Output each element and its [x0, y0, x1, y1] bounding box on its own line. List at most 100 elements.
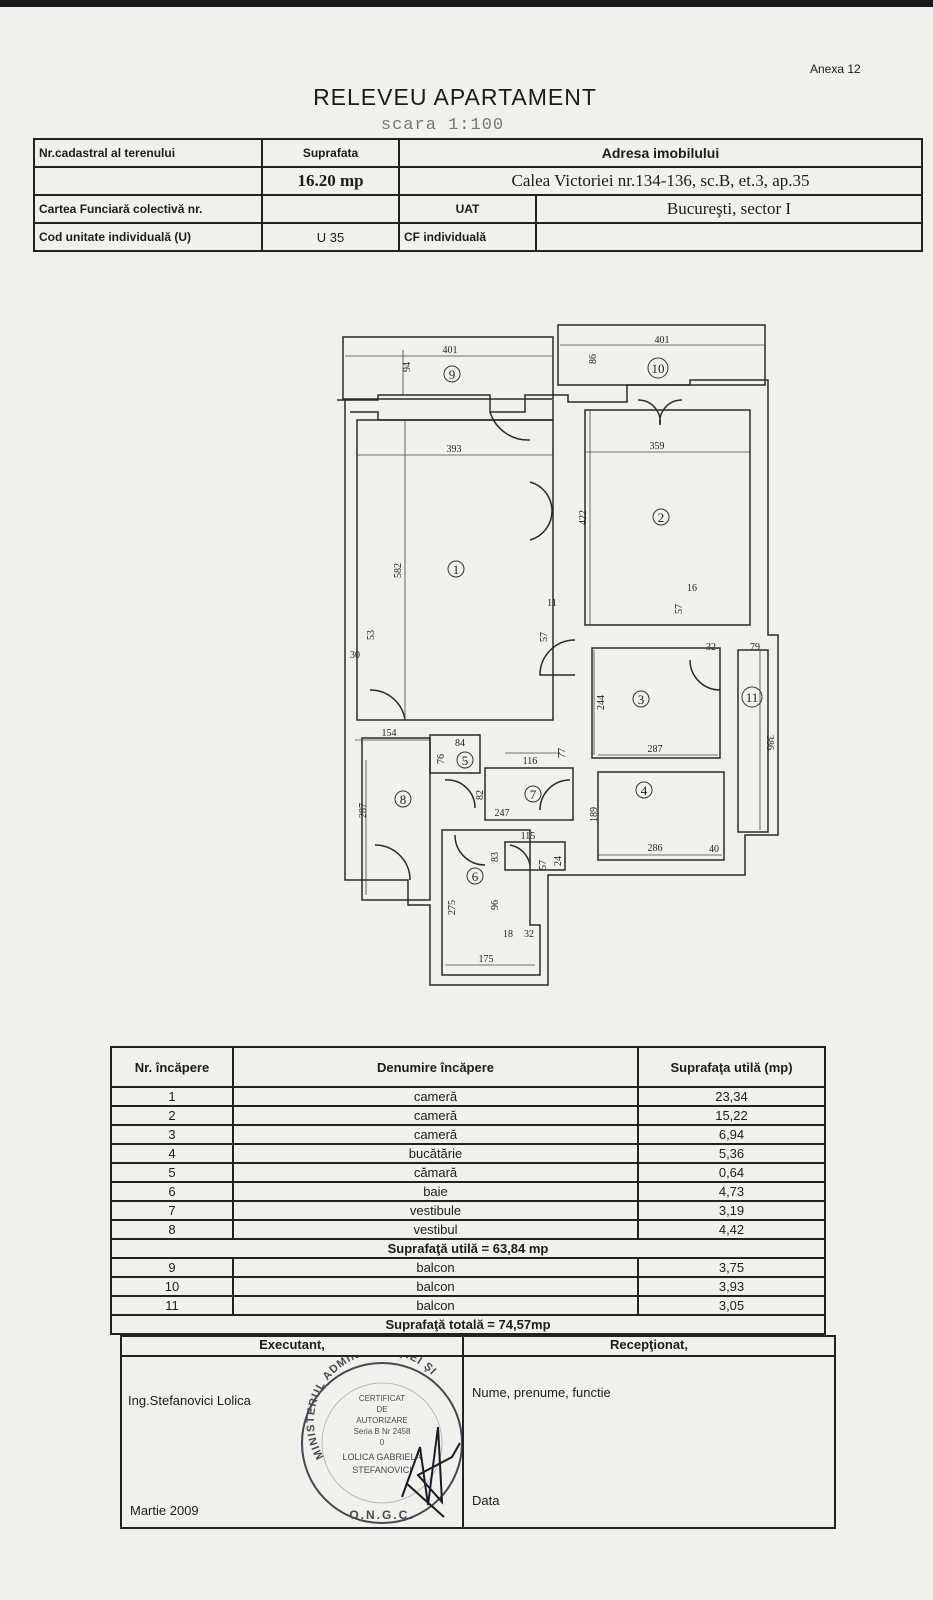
room-nr: 9 [110, 1257, 234, 1278]
svg-text:5: 5 [462, 753, 469, 768]
room-area: 23,34 [637, 1086, 826, 1107]
svg-text:154: 154 [382, 728, 397, 739]
room-number-10: 10 [647, 357, 669, 379]
svg-text:83: 83 [490, 852, 501, 862]
svg-text:18: 18 [503, 929, 513, 940]
header-room-number: Nr. încăpere [110, 1046, 234, 1088]
document-title: RELEVEU APARTAMENT [313, 84, 597, 110]
svg-text:1: 1 [453, 562, 460, 577]
svg-text:386: 386 [764, 735, 775, 750]
received-date-label: Data [472, 1493, 500, 1508]
room-nr: 1 [110, 1086, 234, 1107]
room-number-11: 11 [741, 686, 763, 708]
room-number-8: 8 [394, 790, 412, 808]
svg-text:359: 359 [650, 441, 665, 452]
room-3-outline [591, 647, 721, 759]
door-arc [454, 834, 486, 866]
header-room-area: Suprafaţa utilă (mp) [637, 1046, 826, 1088]
room-name: baie [232, 1181, 639, 1202]
door-arc [529, 481, 553, 541]
stamp-line: STEFANOVICI [352, 1465, 412, 1475]
room-number-2: 2 [652, 508, 670, 526]
room-1-outline [356, 419, 554, 721]
room-number-1: 1 [447, 560, 465, 578]
svg-text:287: 287 [648, 744, 663, 755]
room-name: cămară [232, 1162, 639, 1183]
room-nr: 2 [110, 1105, 234, 1126]
room-nr: 11 [110, 1295, 234, 1316]
room-name: balcon [232, 1257, 639, 1278]
svg-text:77: 77 [557, 748, 568, 758]
door-arc [539, 639, 576, 676]
svg-text:76: 76 [436, 754, 447, 764]
room-area: 3,93 [637, 1276, 826, 1297]
stamp-line: 0 [380, 1438, 385, 1447]
cf-collective-label: Cartea Funciară colectivă nr. [33, 194, 263, 224]
cf-individual-label: CF individuală [398, 222, 537, 252]
room-nr: 7 [110, 1200, 234, 1221]
svg-text:53: 53 [366, 630, 377, 640]
svg-text:24: 24 [553, 856, 564, 866]
room-nr: 5 [110, 1162, 234, 1183]
useful-area-total: Suprafaţă utilă = 63,84 mp [110, 1238, 826, 1259]
room-nr: 8 [110, 1219, 234, 1240]
cadastral-value [33, 166, 263, 196]
property-info-table: Nr.cadastral al terenului Suprafata Adre… [33, 138, 923, 252]
svg-text:8: 8 [400, 792, 407, 807]
svg-text:4: 4 [641, 783, 648, 798]
bottom-tables: Nr. încăpere Denumire încăpere Suprafaţa… [110, 1046, 836, 1529]
signature-table: Executant, Recepţionat, Ing.Stefanovici … [120, 1335, 836, 1529]
executant-label: Executant, [120, 1335, 464, 1357]
room-area: 4,73 [637, 1181, 826, 1202]
room-8-outline [361, 737, 431, 901]
svg-text:189: 189 [589, 807, 600, 822]
svg-text:32: 32 [524, 929, 534, 940]
header-room-name: Denumire încăpere [232, 1046, 639, 1088]
cf-collective-value [261, 194, 400, 224]
svg-text:9: 9 [449, 367, 456, 382]
room-area: 0,64 [637, 1162, 826, 1183]
cadastral-label: Nr.cadastral al terenului [33, 138, 263, 168]
official-stamp: MINISTERUL ADMINISTRAŢIEI ŞI CERTIFICAT … [301, 1357, 462, 1524]
room-area: 3,05 [637, 1295, 826, 1316]
room-name: vestibul [232, 1219, 639, 1240]
unit-code-label: Cod unitate individuală (U) [33, 222, 263, 252]
svg-text:94: 94 [402, 362, 413, 372]
outer-wall [337, 379, 779, 986]
svg-text:244: 244 [596, 695, 607, 710]
stamp-bottom-text: O.N.G.C. [349, 1508, 414, 1522]
address-value: Calea Victoriei nr.134-136, sc.B, et.3, … [398, 166, 923, 196]
room-4-outline [597, 771, 725, 861]
received-label: Recepţionat, [462, 1335, 836, 1357]
svg-text:115: 115 [521, 831, 536, 842]
svg-text:40: 40 [709, 844, 719, 855]
room-numbers: 1 2 3 4 5 6 7 8 9 10 11 [394, 357, 763, 885]
executant-date: Martie 2009 [130, 1503, 199, 1518]
stamp-line: Seria B Nr 2458 [354, 1427, 411, 1436]
svg-text:30: 30 [350, 650, 360, 661]
handwritten-signature [401, 1426, 461, 1518]
room-number-7: 7 [524, 785, 542, 803]
room-area: 3,19 [637, 1200, 826, 1221]
room-number-5: 5 [456, 751, 474, 769]
door-arc [509, 844, 531, 866]
svg-text:79: 79 [750, 642, 760, 653]
svg-text:57: 57 [538, 860, 549, 870]
svg-text:16: 16 [687, 583, 697, 594]
grand-total-area: Suprafaţă totală = 74,57mp [110, 1314, 826, 1335]
surface-label: Suprafata [261, 138, 400, 168]
svg-text:275: 275 [447, 900, 458, 915]
room-name: cameră [232, 1086, 639, 1107]
uat-label: UAT [398, 194, 537, 224]
room-name: cameră [232, 1105, 639, 1126]
svg-text:116: 116 [523, 756, 538, 767]
svg-text:11: 11 [547, 598, 557, 609]
svg-text:286: 286 [648, 843, 663, 854]
